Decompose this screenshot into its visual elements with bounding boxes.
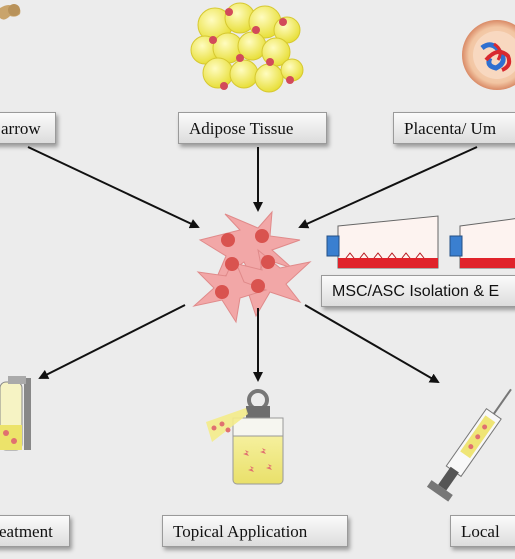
arrow-placenta-to-cells	[298, 146, 478, 229]
placenta-icon	[462, 20, 515, 90]
isolation-label: MSC/ASC Isolation & E	[321, 275, 515, 307]
stem-cell-cluster	[192, 210, 312, 324]
topical-application-label: Topical Application	[162, 515, 348, 547]
culture-flask-icon	[326, 215, 439, 269]
spray-bottle-icon	[206, 389, 284, 485]
arrow-cells-to-local	[304, 304, 440, 384]
local-label: Local	[450, 515, 515, 547]
bone-marrow-label: arrow	[0, 112, 56, 144]
arrow-bone-marrow-to-cells	[27, 146, 200, 229]
adipose-tissue-icon	[190, 2, 304, 93]
iv-bag-icon	[0, 376, 31, 451]
syringe-icon	[426, 388, 512, 502]
bone-icon	[0, 4, 21, 20]
arrow-cells-to-treatment	[38, 304, 186, 379]
treatment-label: eatment	[0, 515, 70, 547]
culture-flask-icon	[449, 218, 515, 269]
placenta-label: Placenta/ Um	[393, 112, 515, 144]
adipose-tissue-label: Adipose Tissue	[178, 112, 327, 144]
